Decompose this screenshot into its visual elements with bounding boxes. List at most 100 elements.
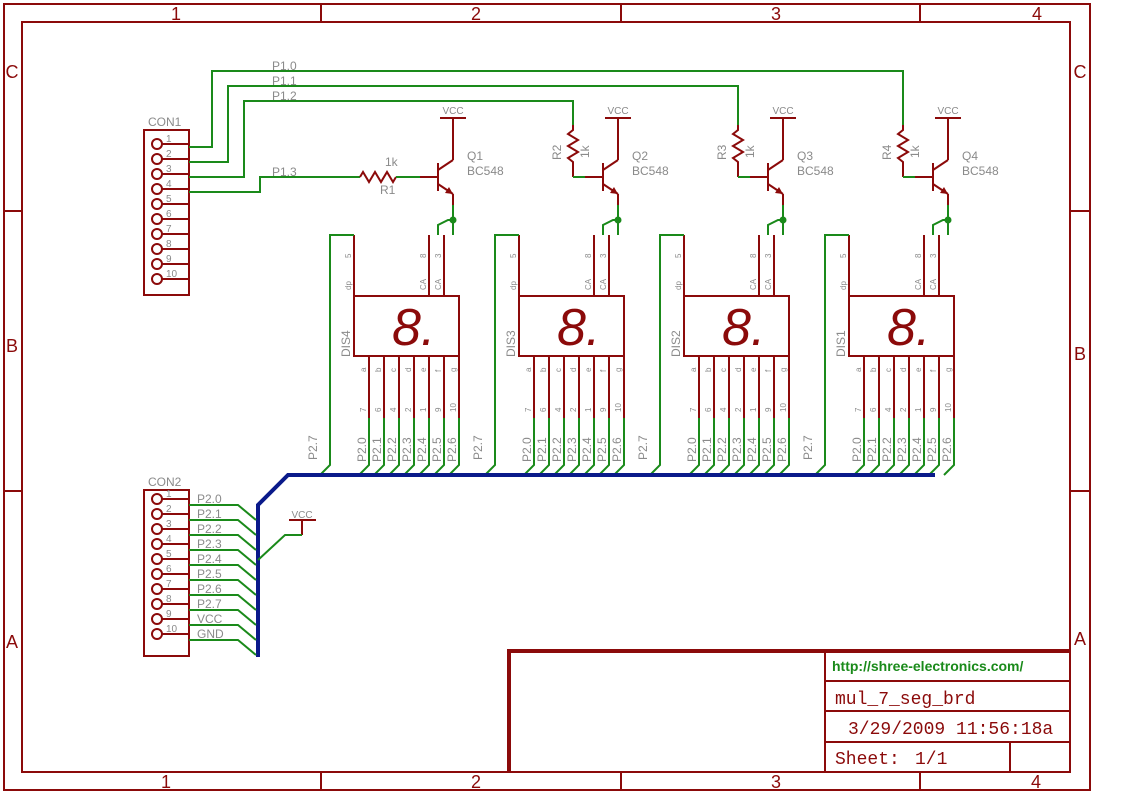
display-pin-number: 8: [914, 253, 923, 258]
resistor-name: R3: [715, 144, 729, 160]
net-label-segment: P2.3: [565, 437, 579, 462]
con2-pin-number: 5: [166, 549, 172, 560]
vcc-symbol: VCC: [770, 106, 796, 119]
con1-pin-number: 5: [166, 194, 172, 205]
display-pin-function: f: [434, 369, 443, 372]
con2-net-label: P2.7: [197, 597, 222, 611]
display-pin-number: 10: [614, 403, 623, 412]
display-pin-function: dp: [509, 281, 518, 290]
con2-net-label: P2.1: [197, 507, 222, 521]
con2-net-p2-4: P2.4: [189, 552, 257, 581]
con2-net-p2-5: P2.5: [189, 567, 257, 596]
con2-pin-number: 2: [166, 504, 172, 515]
display-pin-number: 3: [764, 253, 773, 258]
vcc-symbol: VCC: [935, 106, 961, 119]
con2-net-p2-3: P2.3: [189, 537, 257, 566]
net-label-segment: P2.1: [865, 437, 879, 462]
display-pin-number: 9: [929, 407, 938, 412]
con2-pin-pad: [151, 553, 163, 565]
net-label-segment: P2.2: [385, 437, 399, 462]
net-label-segment: P2.6: [610, 437, 624, 462]
con2-pin-number: 6: [166, 564, 172, 575]
con2-pin-pad: [151, 508, 163, 520]
display-pin-number: 5: [509, 253, 518, 258]
con2-pin-number: 3: [166, 519, 172, 530]
net-label-segment: P2.4: [415, 437, 429, 462]
display-pin-function: f: [764, 369, 773, 372]
zone-col-2-bottom: 2: [471, 772, 481, 792]
display-pin-function: b: [869, 367, 878, 372]
con1-pin-7: 7: [151, 224, 189, 240]
vcc-label: VCC: [442, 106, 463, 117]
display-pin-function: CA: [764, 278, 773, 290]
display-pin-function: a: [524, 367, 533, 372]
dp-net: P2.7: [636, 234, 684, 476]
title-block-sheet-value: 1/1: [915, 750, 947, 770]
resistor-name: R2: [550, 144, 564, 160]
con1-pin-pad: [151, 243, 163, 255]
display-name: DIS4: [339, 330, 353, 357]
display-dis3: 8.DIS35dp8CA3CAP2.7a7P2.0b6P2.1c4P2.2d2P…: [471, 234, 625, 476]
display-pin-number: 2: [734, 407, 743, 412]
display-pin-function: CA: [929, 278, 938, 290]
zone-row-b-left: B: [6, 336, 18, 356]
net-label-p1-1: P1.1: [272, 74, 297, 88]
emitter-net: [437, 205, 457, 235]
con1-pin-pad: [151, 138, 163, 150]
con2-net-label: GND: [197, 627, 224, 641]
title-block-date: 3/29/2009 11:56:18a: [848, 720, 1053, 740]
resistor-value: 1k: [908, 144, 922, 158]
display-pin-function: dp: [674, 281, 683, 290]
display-pin-number: 3: [434, 253, 443, 258]
zone-col-1-top: 1: [171, 4, 181, 24]
con2-pin-number: 10: [166, 624, 178, 635]
display-name: DIS3: [504, 330, 518, 357]
title-block: http://shree-electronics.com/ mul_7_seg_…: [507, 649, 1070, 772]
display-pin-function: c: [554, 368, 563, 372]
display-pin-number: 8: [749, 253, 758, 258]
con2-net-label: VCC: [197, 612, 223, 626]
net-label-dp: P2.7: [306, 435, 320, 460]
vcc-symbol: VCC: [440, 106, 466, 119]
net-label-segment: P2.4: [580, 437, 594, 462]
display-pin-number: 5: [674, 253, 683, 258]
net-label-segment: P2.5: [760, 437, 774, 462]
net-label-p1-3: P1.3: [272, 165, 297, 179]
con2-pin-number: 7: [166, 579, 172, 590]
display-pin-number: 4: [884, 407, 893, 412]
display-pin-number: 7: [854, 407, 863, 412]
title-block-url: http://shree-electronics.com/: [832, 658, 1023, 674]
net-junction: [944, 216, 952, 224]
con2-net-gnd: GND: [189, 627, 257, 656]
con1-pin-pad: [151, 168, 163, 180]
display-name: DIS2: [669, 330, 683, 357]
display-top-pin-8: 8CA: [419, 235, 430, 296]
display-pin-number: 7: [359, 407, 368, 412]
con1-pin-8: 8: [151, 239, 189, 255]
con2-pin-1: 1: [151, 489, 189, 505]
display-top-pin-5: 5dp: [344, 235, 355, 296]
transistor-value: BC548: [632, 164, 669, 178]
display-name: DIS1: [834, 330, 848, 357]
transistor-name: Q3: [797, 149, 813, 163]
display-top-pin-3: 3CA: [929, 235, 940, 296]
con2-name: CON2: [148, 475, 182, 489]
zone-row-c-right: C: [1074, 62, 1087, 82]
display-pin-function: f: [929, 369, 938, 372]
con1-pin-9: 9: [151, 254, 189, 270]
display-pin-number: 4: [719, 407, 728, 412]
net-label-segment: P2.6: [445, 437, 459, 462]
